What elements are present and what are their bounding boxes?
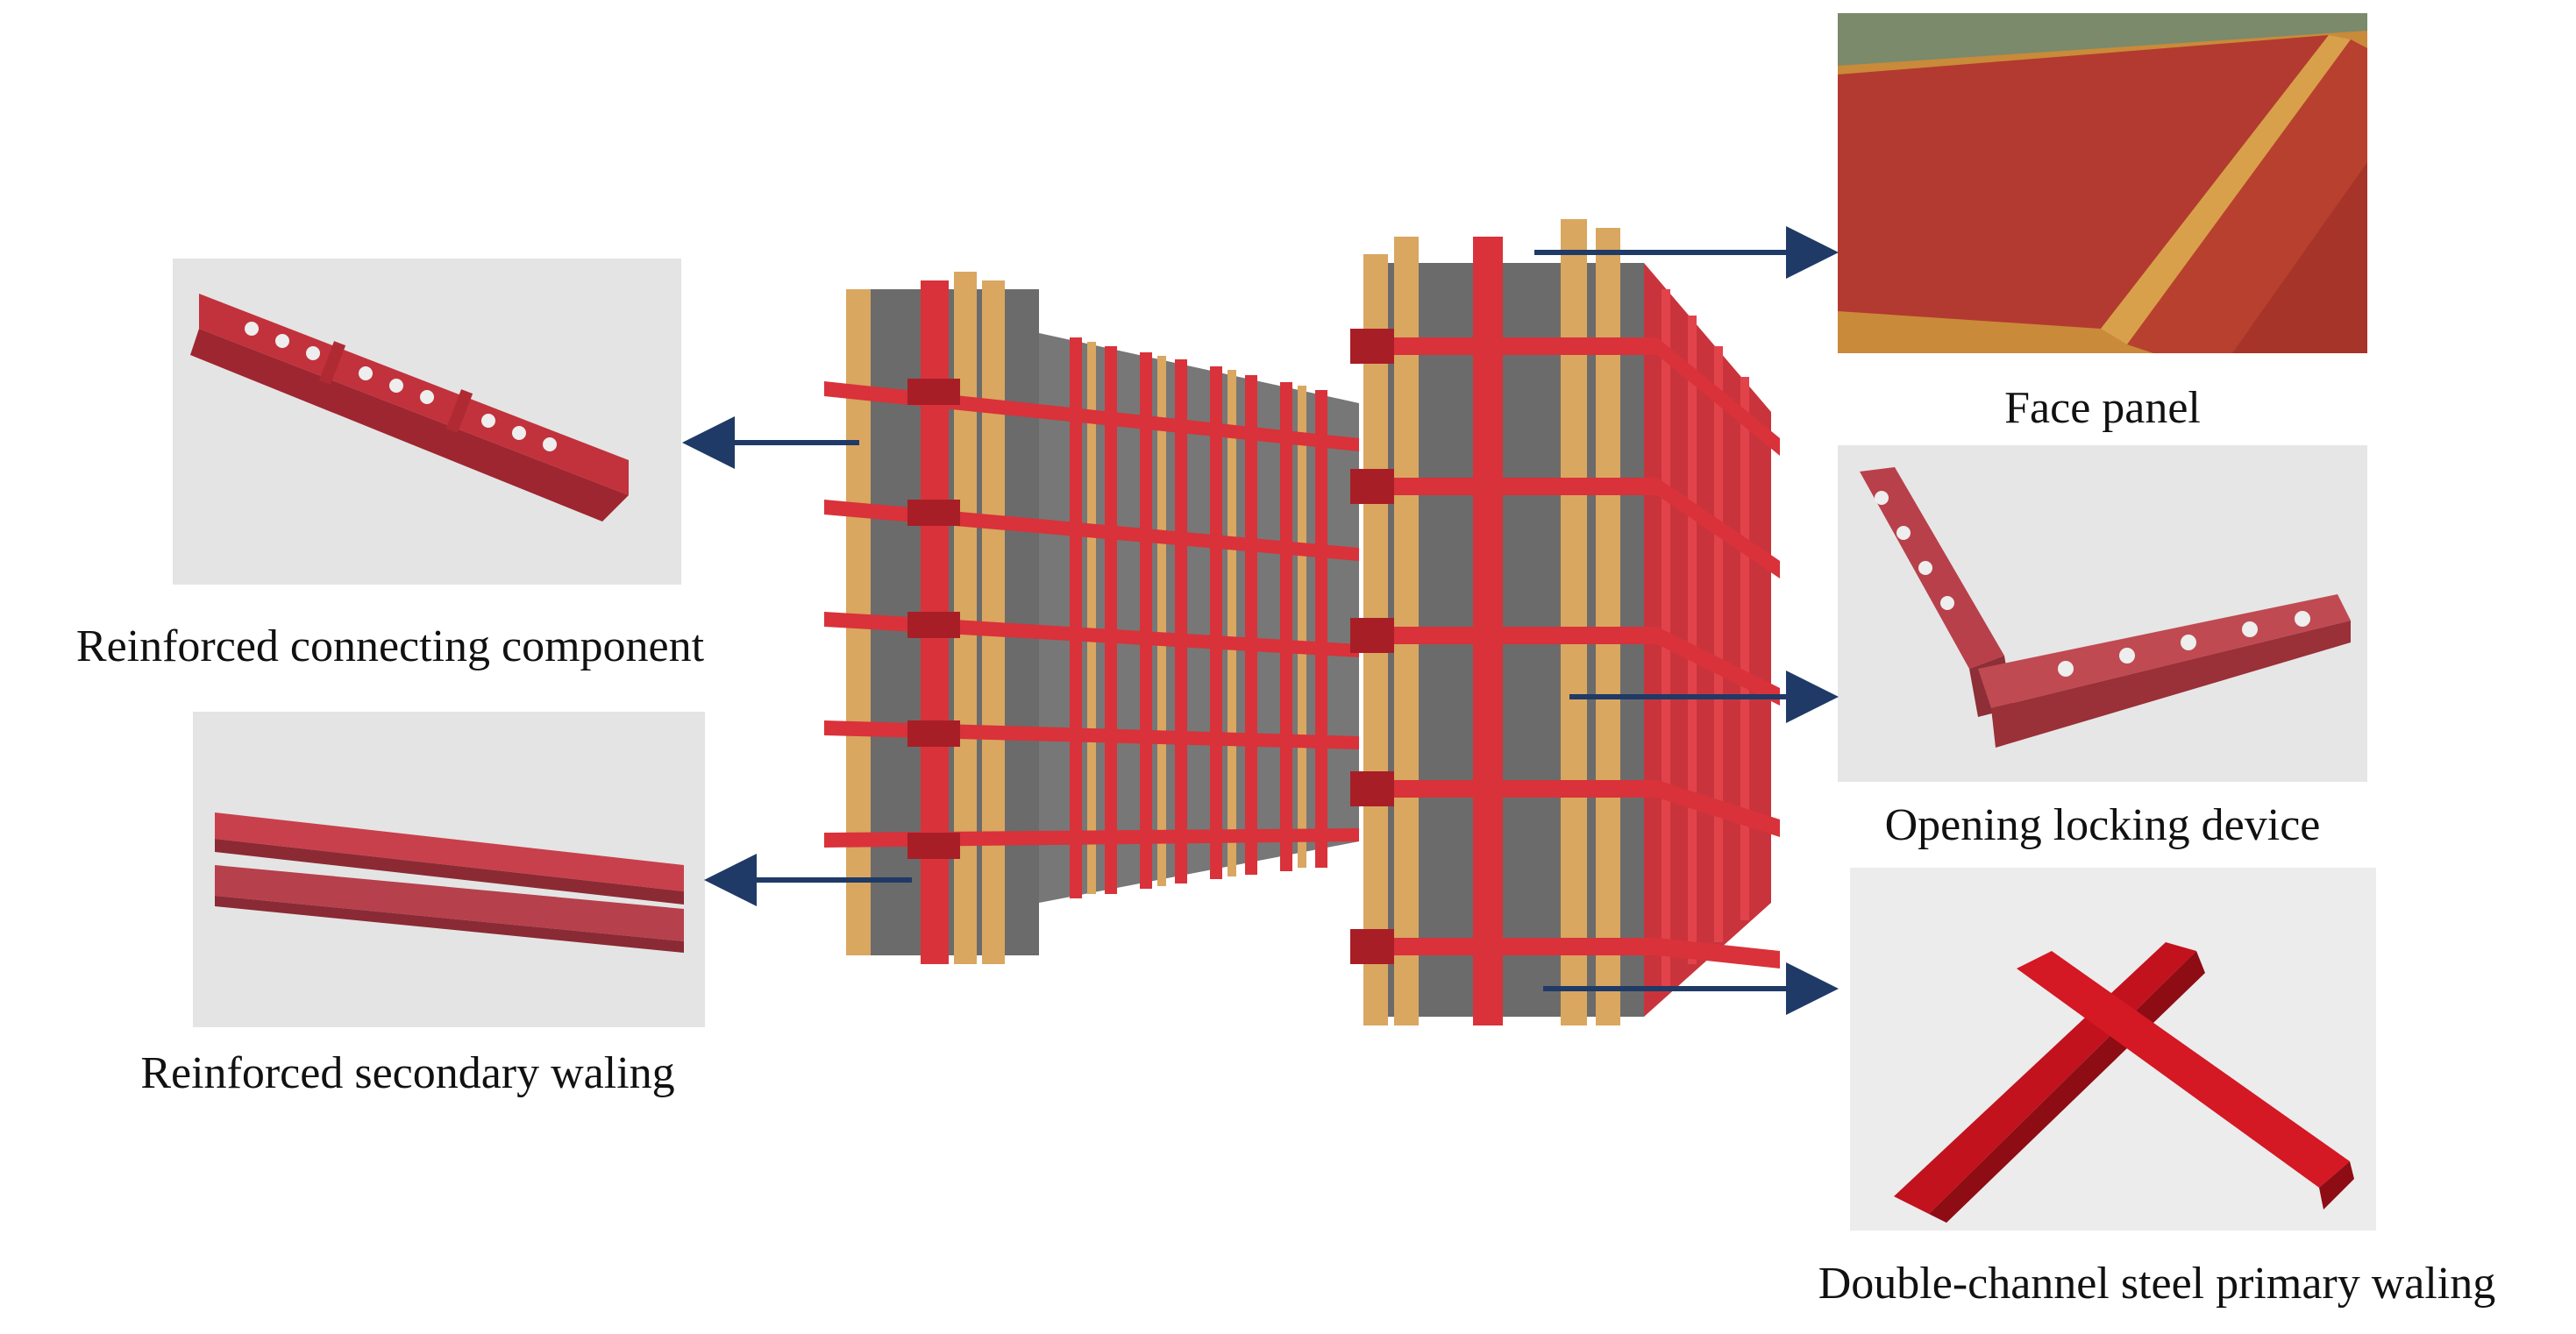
opening-locking-device-photo — [1838, 445, 2367, 782]
opening-locking-device-label: Opening locking device — [1884, 800, 2321, 850]
reinforced-secondary-waling-label: Reinforced secondary waling — [140, 1048, 675, 1098]
face-panel-label: Face panel — [2004, 383, 2201, 433]
reinforced-connecting-component-photo — [173, 259, 681, 585]
reinforced-connecting-component-label: Reinforced connecting component — [75, 621, 705, 671]
double-channel-primary-waling-label: Double-channel steel primary waling — [1818, 1259, 2496, 1309]
reinforced-secondary-waling-photo — [193, 712, 705, 1027]
face-panel-photo — [1838, 13, 2367, 353]
formwork-assembly-illustration — [824, 219, 1780, 1025]
double-channel-primary-waling-photo — [1850, 868, 2376, 1231]
